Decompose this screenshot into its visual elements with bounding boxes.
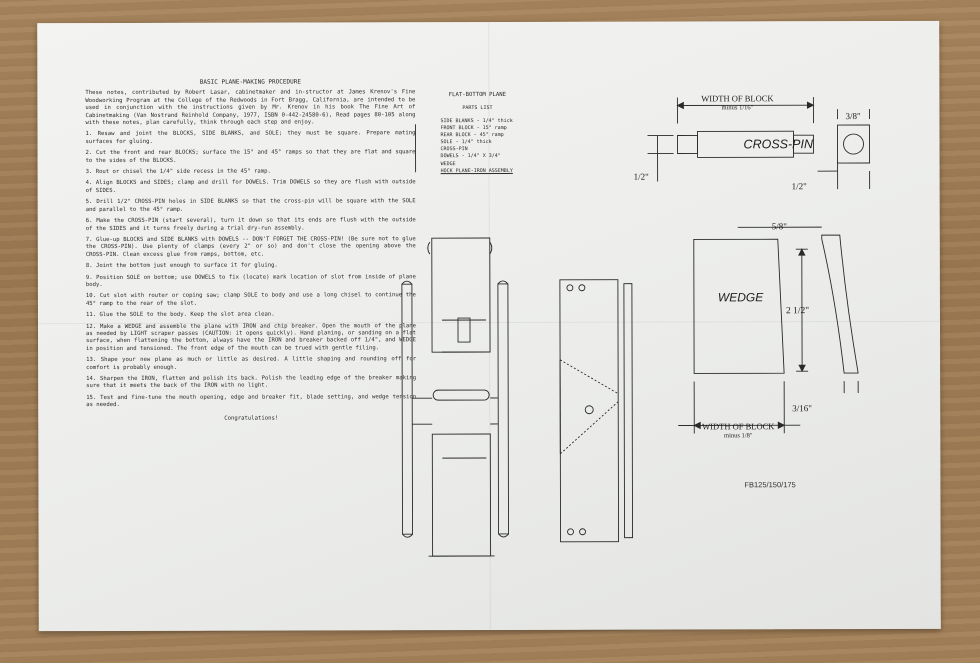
wedge-width-sub: minus 1/8" (724, 432, 753, 439)
cross-pin-width-sub: minus 1/16" (722, 104, 754, 111)
wedge-dim-height: 2 1/2" (786, 306, 809, 316)
plan-sheet: BASIC PLANE-MAKING PROCEDURE These notes… (37, 20, 941, 632)
side-blank-assembly (401, 237, 509, 557)
wedge-dim-top: 5/8" (772, 221, 788, 231)
wedge-drawing (678, 226, 859, 434)
wedge-dim-bottom: 3/16" (792, 403, 812, 413)
wedge-label: WEDGE (718, 290, 764, 304)
cross-pin-width-label: WIDTH OF BLOCK (701, 93, 774, 103)
wedge-width-label: WIDTH OF BLOCK (702, 421, 775, 431)
side-view-assembly (559, 279, 634, 543)
cross-pin-dim-top: 3/8" (845, 111, 861, 121)
cross-pin-label: CROSS-PIN (744, 137, 814, 151)
plane-drawings: CROSS-PIN WIDTH OF BLOCK minus 1/16" 3/8… (401, 93, 871, 557)
cross-pin-drawing (647, 97, 871, 190)
part-number: FB125/150/175 (744, 480, 796, 490)
cross-pin-dim-left: 1/2" (634, 172, 650, 182)
cross-pin-dim-right: 1/2" (792, 181, 808, 191)
